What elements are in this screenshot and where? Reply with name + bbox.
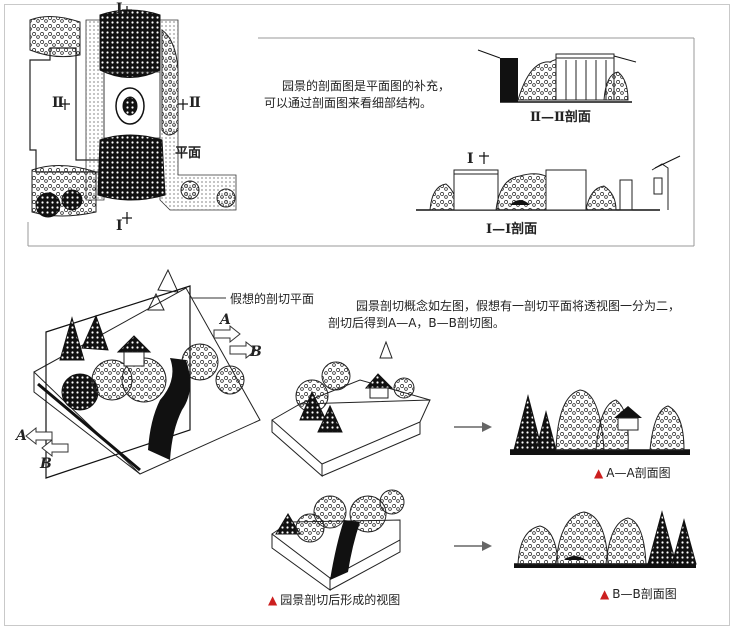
half-block-aa: [271, 340, 431, 478]
letter-a-left: A: [16, 428, 27, 444]
section-aa-drawing: [510, 389, 690, 455]
triangle-marker-icon: ▲: [600, 587, 610, 601]
section-i-label: Ⅰ—Ⅰ剖面: [486, 222, 538, 237]
caption-view: ▲园景剖切后形成的视图: [268, 592, 400, 608]
marker-i-bottom: Ⅰ: [116, 218, 123, 234]
cut-perspective-block: [25, 268, 261, 479]
triangle-marker-icon: ▲: [268, 593, 278, 607]
marker-ii-left: Ⅱ: [52, 95, 64, 111]
marker-ii-right: Ⅱ: [189, 95, 201, 111]
section-ii-drawing: [477, 49, 637, 103]
section-i-drawing: [416, 152, 681, 211]
imaginary-plane-label: 假想的剖切平面: [230, 292, 315, 306]
letter-b-left: B: [40, 456, 52, 472]
letter-b-right: B: [250, 344, 262, 360]
plan-label: 平面: [175, 146, 202, 161]
concept-line-2: 剖切后得到A—A，B—B剖切图。: [328, 316, 505, 330]
concept-line-1: 园景剖切概念如左图，假想有一剖切平面将透视图一分为二，: [356, 299, 681, 313]
description-line-2: 可以通过剖面图来看细部结构。: [264, 96, 433, 110]
description-line-1: 园景的剖面图是平面图的补充，: [282, 79, 451, 93]
section-ii-label: Ⅱ—Ⅱ剖面: [530, 110, 591, 125]
caption-aa-text: A—A剖面图: [606, 466, 671, 480]
caption-aa: ▲A—A剖面图: [594, 465, 671, 481]
outer-frame: [4, 4, 730, 626]
transform-arrows: [454, 422, 492, 551]
plan-view: [29, 6, 237, 224]
caption-bb: ▲B—B剖面图: [600, 586, 677, 602]
section-bb-drawing: [514, 510, 697, 568]
marker-i-section: Ⅰ: [467, 151, 474, 167]
triangle-marker-icon: ▲: [594, 466, 604, 480]
half-block-bb: [271, 489, 405, 591]
caption-view-text: 园景剖切后形成的视图: [280, 593, 401, 607]
marker-i-top: Ⅰ: [116, 1, 123, 17]
caption-bb-text: B—B剖面图: [612, 587, 677, 601]
letter-a-right: A: [220, 312, 231, 328]
